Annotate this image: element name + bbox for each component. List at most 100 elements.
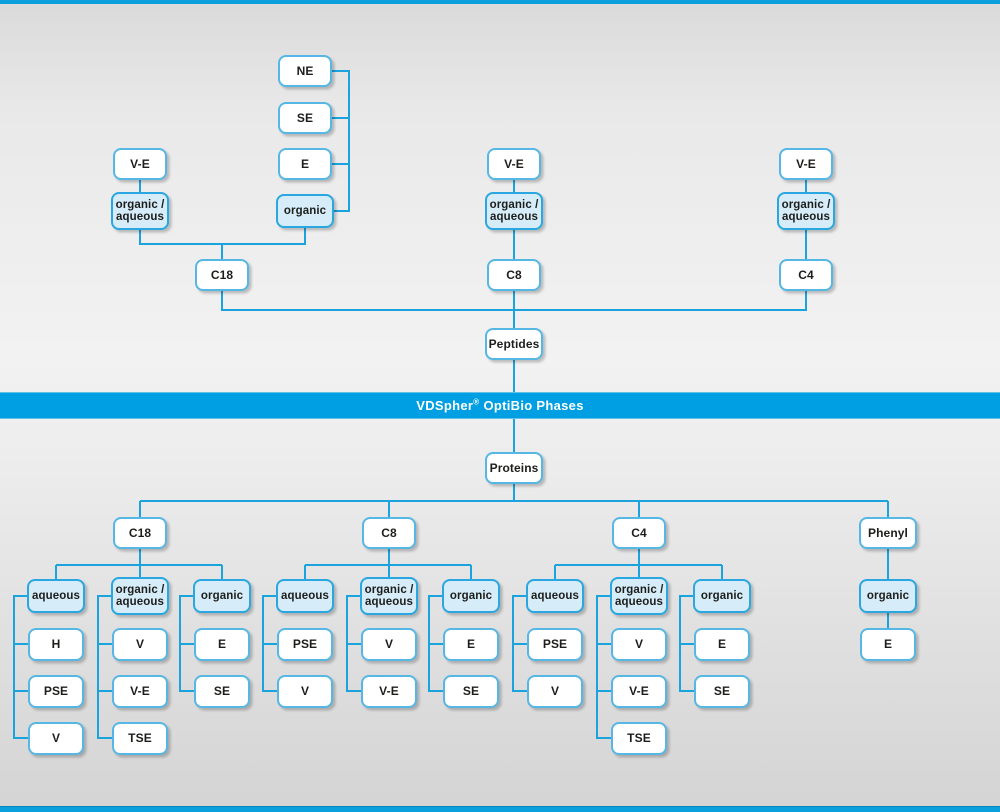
node-pro-c18: C18 (113, 517, 167, 549)
node-label: Proteins (489, 460, 539, 475)
node-label: organic (283, 204, 327, 217)
node-pep-c18-orgaq-ve: V-E (113, 148, 167, 180)
node-pep-c18: C18 (195, 259, 249, 291)
node-pro-c18-aq-v: V (28, 721, 84, 755)
node-label: V-E (629, 683, 649, 698)
node-label: V-E (796, 156, 816, 171)
node-pro-phenyl-or: organic (859, 579, 917, 613)
node-label: V-E (130, 156, 150, 171)
node-pro-c4-aq-pse: PSE (527, 627, 583, 661)
node-label: Peptides (488, 336, 540, 351)
node-label: TSE (627, 730, 651, 745)
node-label: organic / aqueous (489, 198, 539, 223)
node-label: H (51, 636, 61, 651)
node-label: TSE (128, 730, 152, 745)
node-label: organic (700, 589, 744, 602)
node-label: V-E (379, 683, 399, 698)
node-pro-c8: C8 (362, 517, 416, 549)
node-pep-c18-organic-se: SE (278, 102, 332, 134)
node-label: V-E (504, 156, 524, 171)
node-label: V (384, 636, 394, 651)
node-pep-c18-organic-ne: NE (278, 55, 332, 87)
node-label: SE (713, 683, 731, 698)
brand-name: VDSpher (416, 398, 474, 413)
node-pro-c18-aq-h: H (28, 627, 84, 661)
node-label: E (883, 636, 893, 651)
banner-title: VDSpher®OptiBio Phases (416, 398, 584, 413)
node-label: Phenyl (868, 525, 908, 540)
node-label: V (550, 683, 560, 698)
node-pep-c18-organic-e: E (278, 148, 332, 180)
node-label: SE (462, 683, 480, 698)
node-pep-c4: C4 (779, 259, 833, 291)
node-label: organic / aqueous (614, 583, 664, 608)
node-pro-c8-or: organic (442, 579, 500, 613)
node-label: PSE (542, 636, 568, 651)
node-pro-c18-or-se: SE (194, 674, 250, 708)
node-pro-c4-oa: organic / aqueous (610, 577, 668, 615)
node-pep-c4-orgaq-ve: V-E (779, 148, 833, 180)
node-label: C4 (631, 525, 647, 540)
node-pro-c4-aq-v: V (527, 674, 583, 708)
node-pro-c8-or-e: E (443, 627, 499, 661)
node-pro-c4-or-se: SE (694, 674, 750, 708)
node-pro-phenyl-or-e: E (860, 627, 916, 661)
node-label: V (300, 683, 310, 698)
node-label: organic (449, 589, 493, 602)
node-pro-c18-or-e: E (194, 627, 250, 661)
node-label: aqueous (32, 589, 80, 602)
node-label: E (217, 636, 227, 651)
node-pep-c18-organic: organic (276, 194, 334, 228)
node-label: V (51, 730, 61, 745)
node-pro-c8-aq: aqueous (276, 579, 334, 613)
node-pro-c8-oa: organic / aqueous (360, 577, 418, 615)
node-label: C8 (381, 525, 397, 540)
node-label: NE (296, 63, 314, 78)
node-label: organic / aqueous (364, 583, 414, 608)
node-pep-c18-orgaq: organic / aqueous (111, 192, 169, 230)
node-pro-c8-oa-ve: V-E (361, 674, 417, 708)
node-pro-c4-oa-tse: TSE (611, 721, 667, 755)
node-label: E (717, 636, 727, 651)
node-pep-c8-orgaq: organic / aqueous (485, 192, 543, 230)
node-label: C18 (128, 525, 152, 540)
node-label: organic (200, 589, 244, 602)
node-pro-c8-or-se: SE (443, 674, 499, 708)
node-label: organic / aqueous (781, 198, 831, 223)
node-pep-c8-orgaq-ve: V-E (487, 148, 541, 180)
node-pro-c18-aq-pse: PSE (28, 674, 84, 708)
node-label: PSE (43, 683, 69, 698)
node-pro-c4-oa-v: V (611, 627, 667, 661)
node-label: organic / aqueous (115, 198, 165, 223)
node-peptides: Peptides (485, 328, 543, 360)
node-label: E (300, 156, 310, 171)
node-pro-c18-oa-tse: TSE (112, 721, 168, 755)
node-pro-c18-oa-ve: V-E (112, 674, 168, 708)
registered-trademark-symbol: ® (473, 397, 480, 407)
node-label: organic (866, 589, 910, 602)
node-pro-c4: C4 (612, 517, 666, 549)
bottom-accent-strip (0, 806, 1000, 812)
node-label: SE (213, 683, 231, 698)
banner-suffix: OptiBio Phases (483, 398, 584, 413)
node-label: aqueous (281, 589, 329, 602)
node-pep-c8: C8 (487, 259, 541, 291)
node-pro-c8-oa-v: V (361, 627, 417, 661)
node-pro-c8-aq-v: V (277, 674, 333, 708)
node-label: C4 (798, 267, 814, 282)
node-pro-c18-oa: organic / aqueous (111, 577, 169, 615)
node-proteins: Proteins (485, 452, 543, 484)
node-pro-phenyl: Phenyl (859, 517, 917, 549)
node-pro-c18-or: organic (193, 579, 251, 613)
node-label: C18 (210, 267, 234, 282)
node-pro-c18-oa-v: V (112, 627, 168, 661)
banner: VDSpher®OptiBio Phases (0, 392, 1000, 419)
node-pro-c4-or-e: E (694, 627, 750, 661)
node-pro-c8-aq-pse: PSE (277, 627, 333, 661)
node-pro-c4-aq: aqueous (526, 579, 584, 613)
node-label: E (466, 636, 476, 651)
node-pro-c4-oa-ve: V-E (611, 674, 667, 708)
node-label: SE (296, 110, 314, 125)
node-label: organic / aqueous (115, 583, 165, 608)
